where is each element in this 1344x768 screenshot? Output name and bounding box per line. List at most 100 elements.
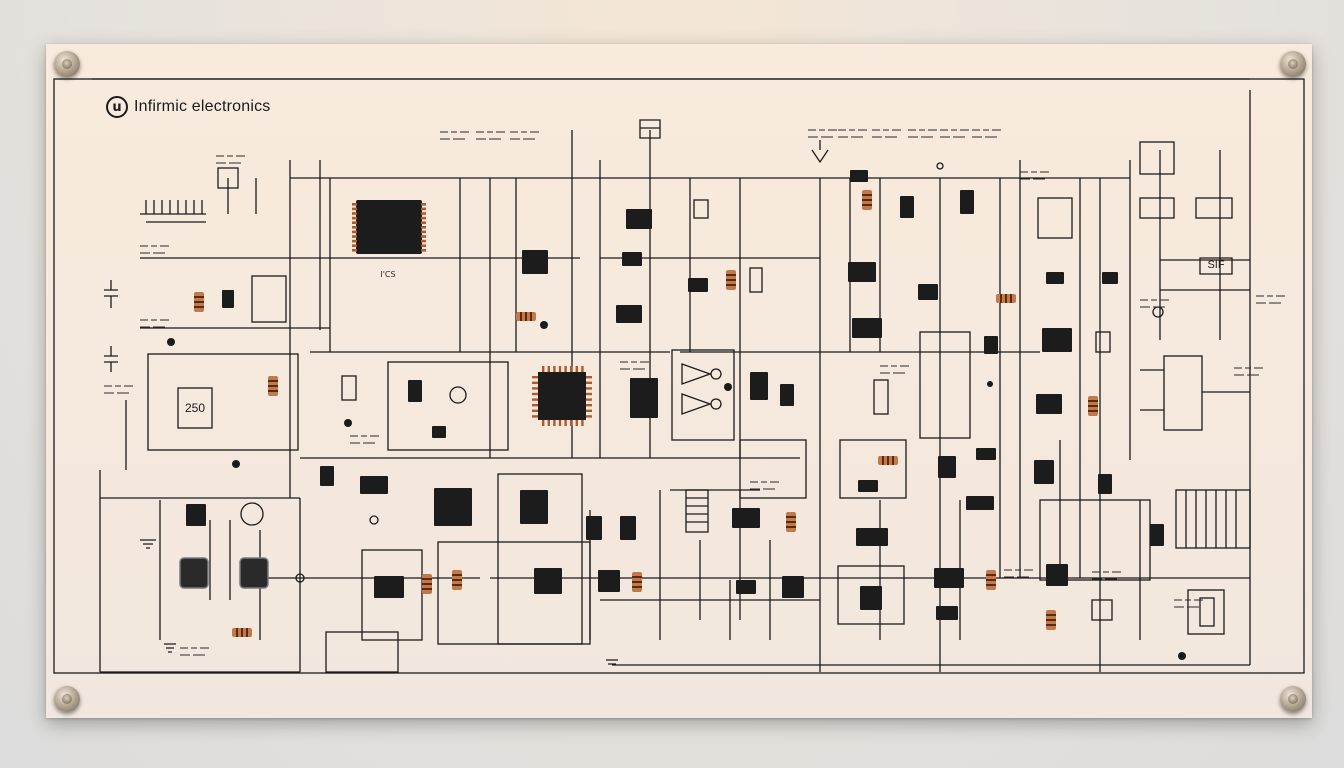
- resistor: [1088, 396, 1098, 416]
- resistor-band: [194, 296, 204, 298]
- mounting-screw-top-right: [1280, 51, 1306, 77]
- annotation-scribble: [216, 155, 245, 164]
- pin: [586, 387, 592, 390]
- pin: [558, 366, 562, 372]
- pin: [421, 221, 426, 224]
- ic-package: [936, 606, 958, 620]
- meter-circle: [240, 502, 264, 526]
- dot: [232, 460, 240, 468]
- resistor-band: [268, 380, 278, 382]
- annotation-scribble: [1140, 299, 1169, 308]
- rail-458: [100, 457, 800, 499]
- pin: [421, 212, 426, 215]
- pin: [352, 226, 357, 229]
- resistor-band: [1046, 624, 1056, 626]
- subblock-mid: [739, 439, 807, 499]
- pin: [553, 420, 556, 426]
- ic-package: [534, 568, 562, 594]
- transformer-leads: [1140, 369, 1250, 411]
- pin: [586, 398, 592, 401]
- annotation-scribble: [908, 129, 937, 138]
- annotation-scribble: [880, 365, 909, 374]
- inductor-coil: [686, 497, 708, 523]
- brand-name: Infirmic electronics: [134, 98, 271, 115]
- ic-package: [688, 278, 708, 292]
- power-module: [179, 557, 209, 589]
- mcu-body: [538, 372, 586, 420]
- pin: [421, 239, 426, 243]
- annotation-scribble: [1256, 295, 1285, 304]
- ic-package: [848, 262, 876, 282]
- resistor-band: [986, 574, 996, 576]
- ic-package: [520, 490, 548, 524]
- pin: [586, 376, 592, 379]
- ic-package: [360, 476, 388, 494]
- schematic-panel: [46, 44, 1312, 718]
- ic-package: [1042, 328, 1072, 352]
- resistor: [194, 292, 204, 312]
- ic-package: [630, 378, 658, 418]
- annotation-scribble: [1004, 569, 1033, 578]
- resistor-band: [236, 628, 238, 637]
- sif-outline: [1199, 257, 1233, 275]
- annotation-scribble: [180, 647, 209, 656]
- block-header-top: [217, 167, 239, 189]
- resistor-band: [268, 390, 278, 392]
- block-right-3: [1037, 197, 1073, 239]
- ic-package: [918, 284, 938, 300]
- resistor-band: [241, 628, 243, 637]
- block-right-mid-2: [1195, 197, 1233, 219]
- subblock-lower-left: [361, 549, 423, 641]
- sif-label: SIF: [1207, 259, 1224, 271]
- mcu-chip: [532, 366, 592, 426]
- annotation-scribble: [510, 131, 539, 140]
- pin: [586, 415, 592, 418]
- pin: [570, 366, 573, 372]
- brand-header: u Infirmic electronics: [106, 94, 270, 120]
- ic-package: [1046, 272, 1064, 284]
- resistor-band: [786, 521, 796, 523]
- mounting-screw-bottom-right: [1280, 686, 1306, 712]
- node-circle-b: [710, 398, 722, 410]
- pin: [586, 392, 592, 396]
- resistor-band: [422, 583, 432, 585]
- resistor-band: [1088, 405, 1098, 407]
- regulator-block: 250: [177, 387, 213, 429]
- arrow-symbol-top: [811, 140, 829, 164]
- resistor: [862, 190, 872, 210]
- pin: [352, 244, 357, 247]
- ic-package: [408, 380, 422, 402]
- resistor-band: [194, 301, 204, 303]
- node-circle-e: [369, 515, 379, 525]
- pin: [421, 249, 426, 252]
- resistor-band: [862, 194, 872, 196]
- resistor: [996, 294, 1016, 303]
- node-circle-c: [1152, 306, 1164, 318]
- pin: [575, 420, 578, 426]
- resistor-band: [422, 578, 432, 580]
- pin: [553, 366, 556, 372]
- pin: [542, 366, 545, 372]
- dot: [1178, 652, 1186, 660]
- brand-logo-icon: u: [106, 96, 128, 118]
- pin: [532, 392, 538, 396]
- resistor-band: [452, 584, 462, 586]
- solder-dots: [167, 321, 1186, 660]
- opamp-symbols: [681, 363, 712, 415]
- pin: [547, 420, 550, 426]
- annotation-scribble: [750, 481, 779, 490]
- resistor-band: [268, 385, 278, 387]
- rail-right: [1160, 259, 1250, 291]
- annotation-scribble: [350, 435, 379, 444]
- resistor-band: [452, 574, 462, 576]
- ic-package: [622, 252, 642, 266]
- ic-package: [374, 576, 404, 598]
- resistor: [516, 312, 536, 321]
- pin: [352, 235, 357, 238]
- resistor: [1046, 610, 1056, 630]
- annotation-scribble: [1174, 599, 1203, 608]
- ground-symbol-a: [140, 539, 156, 549]
- resistor-band: [726, 279, 736, 281]
- pin: [352, 216, 357, 220]
- ic-package: [976, 448, 996, 460]
